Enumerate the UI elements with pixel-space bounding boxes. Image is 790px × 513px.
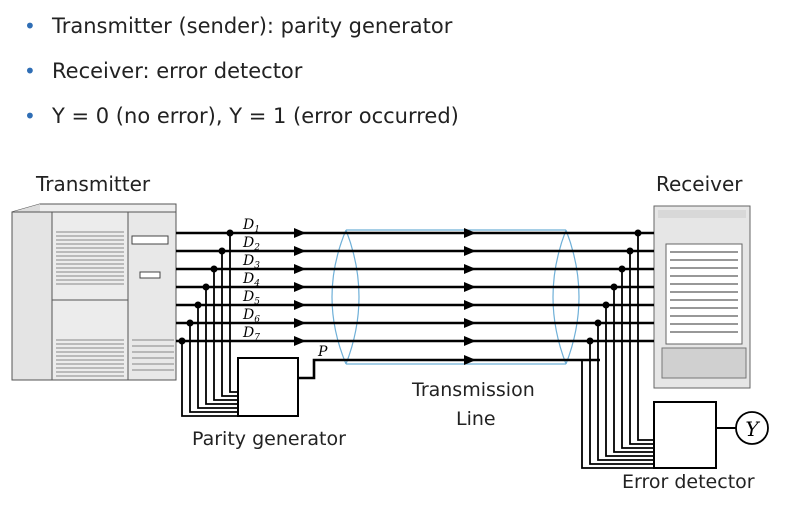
transmitter-label: Transmitter <box>36 172 151 196</box>
data-line-label: D3 <box>242 253 260 271</box>
parity-generator-box <box>237 357 299 417</box>
data-lines <box>176 231 654 343</box>
bullet-item: • Receiver: error detector <box>22 53 459 98</box>
data-line-label: D1 <box>242 217 260 235</box>
bullet-text: Y = 0 (no error), Y = 1 (error occurred) <box>52 104 459 128</box>
bullet-item: • Y = 0 (no error), Y = 1 (error occurred… <box>22 98 459 143</box>
data-line-label: D5 <box>242 289 260 307</box>
receiver-computer-icon <box>653 205 751 389</box>
transmission-line-ellipses <box>331 229 580 365</box>
transmitter-tap-wires <box>181 233 238 417</box>
transmission-line-label: Line <box>456 408 496 430</box>
error-detector-label: Error detector <box>622 471 755 493</box>
receiver-tap-wires <box>581 233 654 469</box>
transmission-line-label: Transmission <box>412 379 535 401</box>
parity-line <box>298 358 600 380</box>
error-detector-box <box>653 401 717 469</box>
bullet-text: Receiver: error detector <box>52 59 303 83</box>
bullet-item: • Transmitter (sender): parity generator <box>22 8 459 53</box>
bullet-dot-icon: • <box>24 104 36 128</box>
bullet-text: Transmitter (sender): parity generator <box>52 14 453 38</box>
transmitter-tap-dots <box>178 229 234 345</box>
parity-line-label: P <box>317 344 328 360</box>
receiver-label: Receiver <box>656 172 743 196</box>
line-arrows <box>294 228 476 365</box>
data-line-label: D2 <box>242 235 260 253</box>
bullet-list: •Transmitter (sender): parity generator … <box>22 8 459 143</box>
data-line-label: D4 <box>242 271 260 289</box>
receiver-tap-dots <box>586 229 642 345</box>
transmitter-computer-icon <box>11 203 177 381</box>
output-symbol: Y <box>745 417 760 441</box>
data-line-label: D7 <box>242 325 260 343</box>
parity-generator-label: Parity generator <box>192 428 346 450</box>
bullet-dot-icon: • <box>24 14 36 38</box>
output-node <box>735 411 769 445</box>
data-line-label: D6 <box>242 307 260 325</box>
bullet-dot-icon: • <box>24 59 36 83</box>
